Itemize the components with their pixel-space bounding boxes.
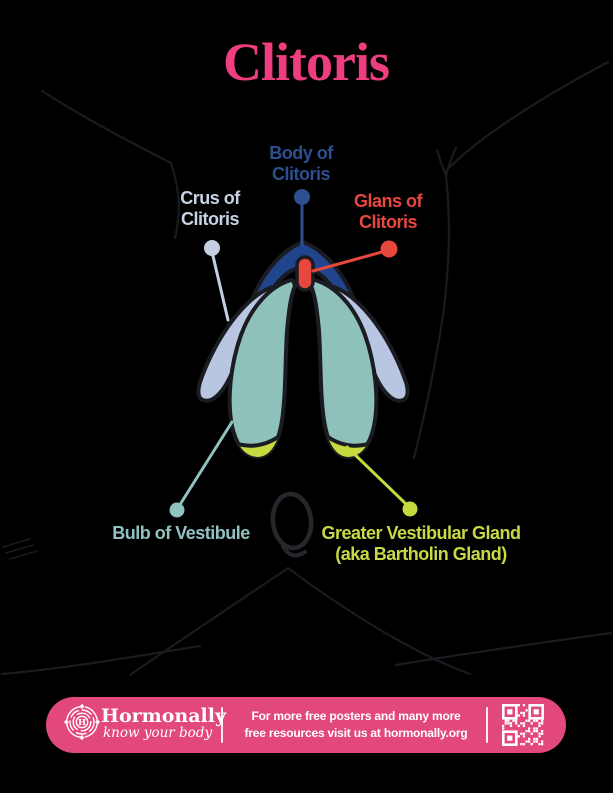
qr-code-icon — [502, 704, 544, 746]
footer-message-line2: free resources visit us at hormonally.or… — [244, 726, 468, 740]
label-greater-vestibular-gland: Greater Vestibular Gland (aka Bartholin … — [321, 523, 521, 564]
label-glans-of-clitoris: Glans of Clitoris — [353, 191, 423, 232]
brand-name: Hormonally — [101, 705, 227, 727]
label-crus-of-clitoris: Crus of Clitoris — [180, 188, 240, 229]
leader-line-bulb — [179, 420, 234, 505]
footer-bar: H Hormonally know your body For more fre… — [46, 697, 566, 753]
logo-monogram: H — [78, 718, 86, 728]
brand-tagline: know your body — [103, 725, 213, 741]
marker-dot-body — [294, 189, 310, 205]
label-bulb-of-vestibule: Bulb of Vestibule — [112, 523, 250, 543]
leader-line-gland — [345, 445, 408, 506]
leader-line-crus — [211, 254, 230, 322]
marker-dot-glans — [380, 240, 398, 258]
marker-dot-bulb — [169, 502, 185, 518]
marker-dot-gland — [402, 501, 418, 517]
bulb-right-shape — [309, 278, 379, 459]
marker-dot-crus — [204, 240, 220, 256]
footer-divider — [221, 707, 223, 743]
label-body-of-clitoris: Body of Clitoris — [269, 143, 333, 184]
poster-title: Clitoris — [223, 32, 390, 92]
footer-message-line1: For more free posters and many more — [251, 709, 461, 723]
bulb-left-shape — [227, 278, 297, 459]
hormonally-logo-icon: H — [64, 704, 100, 740]
footer-message: For more free posters and many more free… — [231, 708, 481, 742]
footer-domain: hormonally.org — [383, 726, 468, 740]
leader-line-glans — [311, 250, 384, 273]
vulva-sketch-outline — [0, 60, 613, 677]
glans-of-clitoris-shape — [295, 255, 315, 292]
vaginal-opening-outline — [270, 491, 314, 558]
footer-divider — [486, 707, 488, 743]
